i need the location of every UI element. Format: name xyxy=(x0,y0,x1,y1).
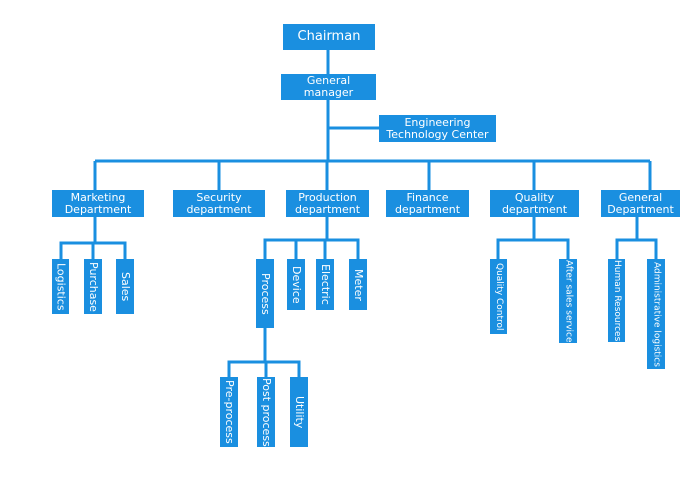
utility-box: Utility xyxy=(290,377,308,447)
purchase-box: Purchase xyxy=(84,259,102,314)
post-process-label: Post process xyxy=(259,377,273,447)
utility-label: Utility xyxy=(292,395,306,429)
connector-quality-children xyxy=(496,217,570,259)
connector-process-children xyxy=(227,328,301,377)
process-box: Process xyxy=(256,259,274,328)
meter-box: Meter xyxy=(349,259,367,310)
logistics-box: Logistics xyxy=(52,259,69,314)
quality-control-box: Quality Control xyxy=(490,259,507,334)
logistics-label: Logistics xyxy=(54,262,68,311)
electric-label: Electric xyxy=(318,264,332,305)
purchase-label: Purchase xyxy=(86,261,100,312)
meter-label: Meter xyxy=(351,268,365,301)
connector-general-children xyxy=(615,217,658,259)
sales-box: Sales xyxy=(116,259,134,314)
device-label: Device xyxy=(289,265,303,304)
connector-production-children xyxy=(263,217,360,259)
human-resources-box: Human Resources xyxy=(608,259,625,342)
post-process-box: Post process xyxy=(257,377,275,447)
administrative-logistics-box: Administrative logistics xyxy=(647,259,665,369)
process-label: Process xyxy=(258,272,272,315)
sales-label: Sales xyxy=(118,271,132,302)
pre-process-label: Pre-process xyxy=(222,380,236,444)
chairman-label: Chairman xyxy=(297,29,361,45)
device-box: Device xyxy=(287,259,305,310)
after-sales-service-box: After sales service xyxy=(559,259,577,343)
human-resources-label: Human Resources xyxy=(612,259,623,342)
connector-marketing-children xyxy=(59,217,127,259)
chairman-box: Chairman xyxy=(283,24,375,50)
quality-control-label: Quality Control xyxy=(494,262,505,331)
pre-process-box: Pre-process xyxy=(220,377,238,447)
electric-box: Electric xyxy=(316,259,334,310)
after-sales-service-label: After sales service xyxy=(563,259,574,343)
administrative-logistics-label: Administrative logistics xyxy=(651,261,662,367)
